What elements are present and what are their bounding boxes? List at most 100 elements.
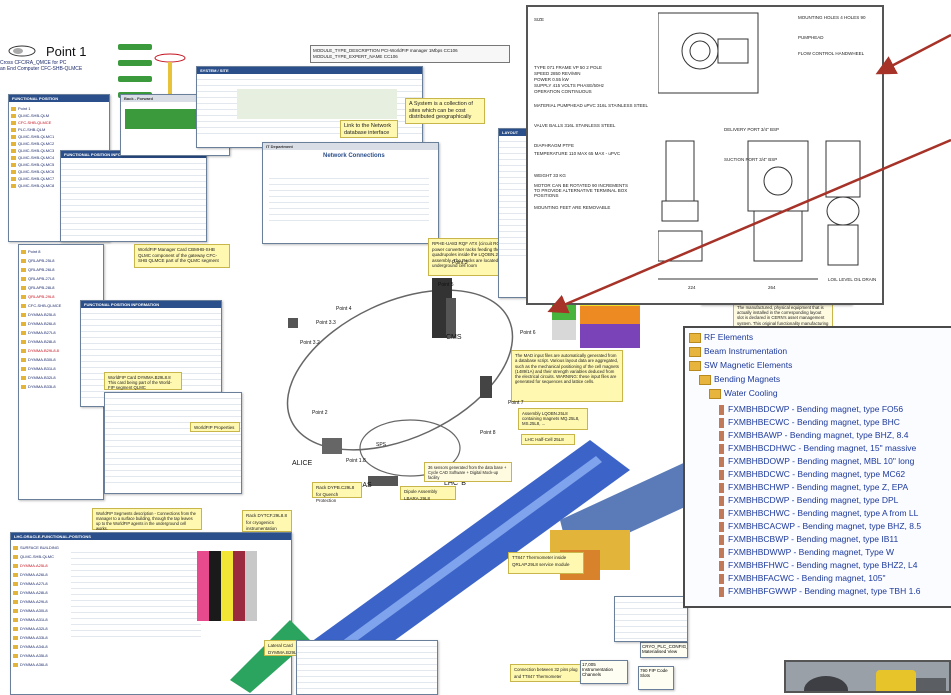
zoom-magnet-item[interactable]: FXMBHBAWP - Bending magnet, type BHZ, 8.… xyxy=(719,428,908,442)
tree-item[interactable]: QRLAPB-29L8 xyxy=(21,292,61,301)
tree-item[interactable]: DYMMA.B32L8 xyxy=(21,373,61,382)
tree-item[interactable]: DYMMA.A36L8 xyxy=(13,660,59,669)
zoom-tree-item[interactable]: Beam Instrumentation xyxy=(689,344,787,358)
tree-item[interactable]: QRLAPB-25L8 xyxy=(21,256,61,265)
zoom-magnet-item[interactable]: FXMBHBDCWC - Bending magnet, type MC62 xyxy=(719,467,905,481)
folder-icon xyxy=(13,618,18,622)
point-title: Point 1 xyxy=(46,44,86,59)
folder-icon xyxy=(11,170,16,174)
tree-item[interactable]: Point 1 xyxy=(11,105,54,112)
tree-item[interactable]: DYMMA.A35L8 xyxy=(13,651,59,660)
tree-item[interactable]: DYMMA.A25L8 xyxy=(13,561,59,570)
tree-item[interactable]: DYMMA.B31L8 xyxy=(21,364,61,373)
tree-item[interactable]: QRLAPB-28L8 xyxy=(21,283,61,292)
folder-icon xyxy=(699,375,711,385)
tree-item[interactable]: DYMMA.A33L8 xyxy=(13,633,59,642)
bottom-details-card xyxy=(296,640,438,695)
instr-channels-label: 17,005 Instrumentation Channels xyxy=(581,661,627,678)
folder-icon xyxy=(13,546,18,550)
zoom-magnet-item[interactable]: FXMBHBCHWC - Bending magnet, type A from… xyxy=(719,506,918,520)
magnet-icon xyxy=(719,509,724,519)
tree-item[interactable]: DYMMA.B28L8 xyxy=(21,337,61,346)
folder-icon xyxy=(13,654,18,658)
left-tree-top: Point 1 QLMC-SHB-QLM CFC-SHB-QLMCE PLC-S… xyxy=(11,105,54,189)
tree-item[interactable]: QLMC-SHB-QLMC6 xyxy=(11,168,54,175)
network-connections-window: IT Department Network Connections xyxy=(262,142,439,244)
fip-code-box: 790 FIP Code Slots xyxy=(638,666,674,690)
zoom-tree-item[interactable]: Water Cooling xyxy=(709,386,778,400)
tree-item[interactable]: DYMMA.A32L8 xyxy=(13,624,59,633)
tree-item[interactable]: DYMMA.B33L8 xyxy=(21,382,61,391)
red-arrows xyxy=(540,0,951,320)
folder-icon xyxy=(11,149,16,153)
map-label-point5: Point 5 xyxy=(438,282,454,288)
tree-item[interactable]: DYMMA.A30L8 xyxy=(13,606,59,615)
link-box-3[interactable] xyxy=(118,76,152,82)
equipment-photo xyxy=(784,660,951,693)
tree-item[interactable]: DYMMA.B26L8 xyxy=(21,319,61,328)
tree-item[interactable]: QRLAPB-26L8 xyxy=(21,265,61,274)
tree-item[interactable]: QLMC-SHB-QLMC3 xyxy=(11,147,54,154)
zoom-magnet-item[interactable]: FXMBHBCDWP - Bending magnet, type DPL xyxy=(719,493,898,507)
zoom-magnet-item[interactable]: FXMBHBECWC - Bending magnet, type BHC xyxy=(719,415,900,429)
folder-icon xyxy=(11,142,16,146)
tree-item[interactable]: DYMMA.A27L8 xyxy=(13,579,59,588)
tree-item[interactable]: DYMMA.A34L8 xyxy=(13,642,59,651)
tree-item[interactable]: Point 8 xyxy=(21,247,61,256)
zoom-magnet-item[interactable]: FXMBHBFGWWP - Bending magnet, type TBH 1… xyxy=(719,584,920,598)
zoom-magnet-item[interactable]: FXMBHBCACWP - Bending magnet, type BHZ, … xyxy=(719,519,921,533)
tree-item[interactable]: DYMMA.A29L8 xyxy=(13,597,59,606)
folder-icon xyxy=(11,135,16,139)
folder-icon xyxy=(13,582,18,586)
zoom-magnet-item[interactable]: FXMBHBCHWP - Bending magnet, type Z, EPA xyxy=(719,480,908,494)
link-box-2[interactable] xyxy=(118,60,152,66)
zoom-magnet-item[interactable]: FXMBHBCBWP - Bending magnet, type IB11 xyxy=(719,532,898,546)
magnet-icon xyxy=(719,431,724,441)
cryo-plc-box: CRYO_PLC_CONFIG_ALL Materialised View xyxy=(640,642,688,658)
tree-item[interactable]: DYMMA.B25L8 xyxy=(21,310,61,319)
tree-item[interactable]: SURFACE BUILDING xyxy=(13,543,59,552)
folder-icon xyxy=(21,313,26,317)
zoom-tree-item[interactable]: SW Magnetic Elements xyxy=(689,358,792,372)
folder-icon xyxy=(13,564,18,568)
tree-item[interactable]: QLMC-SHB-QLMC5 xyxy=(11,161,54,168)
zoom-tree-item[interactable]: Bending Magnets xyxy=(699,372,780,386)
tree-item[interactable]: QLMC-SHB-QLM xyxy=(11,112,54,119)
link-box-1[interactable] xyxy=(118,44,152,50)
network-link-note[interactable]: Link to the Network database interface xyxy=(340,120,398,138)
tree-item[interactable]: PLC-SHB-QLM xyxy=(11,126,54,133)
folder-icon xyxy=(11,156,16,160)
folder-icon xyxy=(21,340,26,344)
zoom-magnet-item[interactable]: FXMBHBFHWC - Bending magnet, type BHZ2, … xyxy=(719,558,917,572)
tree-item[interactable]: DYMMA.A26L8 xyxy=(13,570,59,579)
details-card-low xyxy=(104,392,242,494)
tree-item[interactable]: QRLAPB-27L8 xyxy=(21,274,61,283)
tree-item[interactable]: CFC-SHB-QLMCE xyxy=(21,301,61,310)
tree-item[interactable]: DYMMA.A31L8 xyxy=(13,615,59,624)
zoom-magnet-item[interactable]: FXMBHBCDHWC - Bending magnet, 15" massiv… xyxy=(719,441,916,455)
zoom-magnet-item[interactable]: FXMBHBDCWP - Bending magnet, type FO56 xyxy=(719,402,903,416)
tree-item[interactable]: QLMC-SHB-QLMC4 xyxy=(11,154,54,161)
folder-icon xyxy=(689,347,701,357)
tree-item[interactable]: DYMMA.B27L8 xyxy=(21,328,61,337)
folder-icon xyxy=(13,591,18,595)
cryo-table xyxy=(614,596,688,642)
folder-icon xyxy=(11,114,16,118)
folder-icon xyxy=(11,128,16,132)
zoom-magnet-item[interactable]: FXMBHBDWWP - Bending magnet, Type W xyxy=(719,545,894,559)
zoom-magnet-item[interactable]: FXMBHBFACWC - Bending magnet, 105" xyxy=(719,571,886,585)
tree-item[interactable]: CFC-SHB-QLMCE xyxy=(11,119,54,126)
tree-item[interactable]: DYMMA.A28L8 xyxy=(13,588,59,597)
tree-item[interactable]: QLMC-SHB-QLMC7 xyxy=(11,175,54,182)
folder-icon xyxy=(13,555,18,559)
tree-item[interactable]: DYMMA.B29L8.8 xyxy=(21,346,61,355)
tree-item[interactable]: QLMC-SHB-QLMC1 xyxy=(11,133,54,140)
network-connections-title: Network Connections xyxy=(323,153,385,159)
zoom-magnet-item[interactable]: FXMBHBDOWP - Bending magnet, MBL 10" lon… xyxy=(719,454,914,468)
system-note: A System is a collection of sites which … xyxy=(405,98,485,124)
tree-item[interactable]: DYMMA.B30L8 xyxy=(21,355,61,364)
tree-item[interactable]: QLMC-SHB-QLMC xyxy=(13,552,59,561)
zoom-tree-item[interactable]: RF Elements xyxy=(689,330,753,344)
tree-item[interactable]: QLMC-SHB-QLMC8 xyxy=(11,182,54,189)
tree-item[interactable]: QLMC-SHB-QLMC2 xyxy=(11,140,54,147)
